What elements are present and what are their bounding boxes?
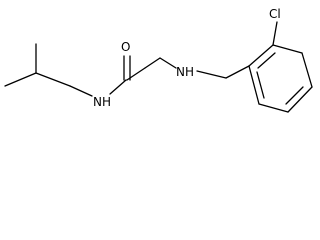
bond-ch2-ch2	[144, 57, 161, 69]
ring-bond-1	[248, 44, 274, 67]
amide-nitrogen-atom: NH	[93, 95, 111, 109]
ring-inner-bond-3	[256, 71, 265, 99]
bond-nh-carbonyl	[109, 79, 127, 95]
ring-bond-2	[272, 44, 303, 54]
ring-bond-6	[248, 65, 260, 105]
bond-benzyl-ring	[225, 65, 250, 79]
bond-ch2-amine	[159, 57, 177, 69]
bond-carbonyl-ch2	[126, 67, 146, 81]
ring-inner-bond-1	[257, 52, 276, 69]
bond-methyl-a	[4, 72, 37, 87]
amine-nitrogen-atom: NH	[176, 65, 194, 79]
ring-bond-4	[287, 86, 313, 113]
ring-inner-bond-2	[285, 86, 304, 105]
bond-ring-chlorine	[272, 21, 278, 46]
ring-bond-3	[301, 52, 313, 88]
bond-isobutyl-ch	[35, 72, 71, 87]
oxygen-atom: O	[121, 40, 130, 54]
bond-amine-benzyl	[196, 70, 227, 79]
ring-bond-5	[258, 103, 289, 113]
chlorine-atom: Cl	[269, 7, 281, 21]
molecule-structure: O NH NH Cl	[4, 7, 313, 113]
bond-ch2-nh	[69, 85, 93, 97]
